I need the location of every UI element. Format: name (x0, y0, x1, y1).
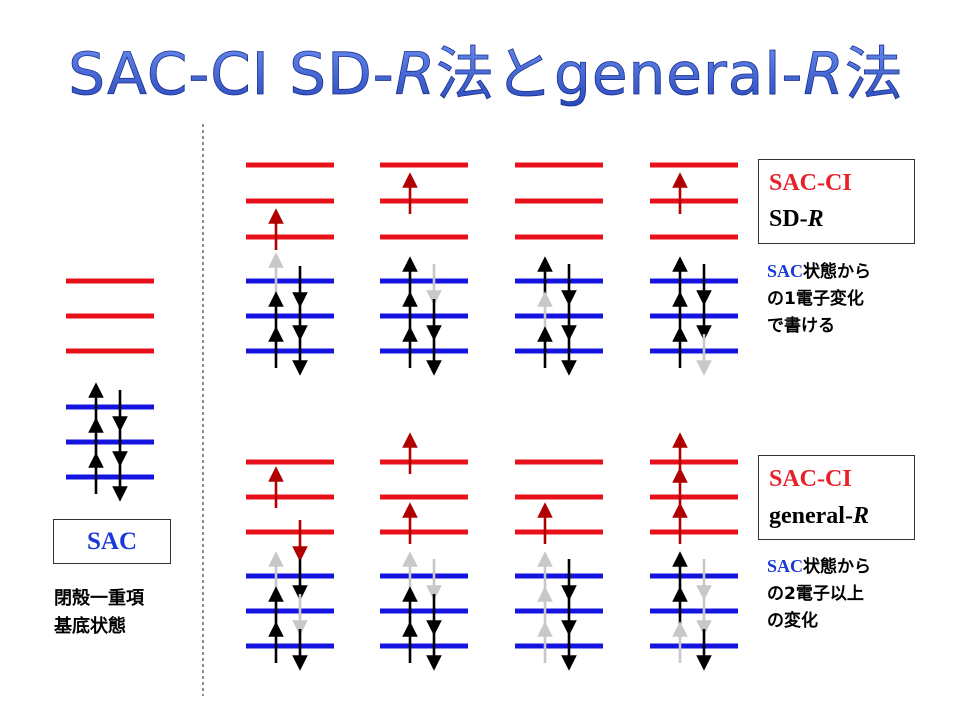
sac-note: 閉殻一重項 基底状態 (54, 585, 144, 641)
general-r-prefix: general- (769, 503, 853, 529)
general-r-box: SAC-CI general-R (758, 455, 915, 540)
general-r-italic: R (852, 503, 869, 529)
sd-note-line3: で書ける (767, 316, 835, 336)
slide-title: SAC-CI SD-R法とgeneral-R法 (68, 40, 903, 109)
svg-text:SAC-CI SD-R法とgeneral-R法: SAC-CI SD-R法とgeneral-R法 (68, 40, 903, 108)
general-r-box-line1: SAC-CI (769, 466, 852, 492)
gen-note-sac: SAC (767, 556, 804, 576)
gen-note-line2: の2電子以上 (767, 584, 864, 604)
gen-note-line3: の変化 (767, 611, 818, 631)
sd-r-italic: R (807, 206, 824, 232)
sd-r-box-line1: SAC-CI (769, 170, 852, 196)
sd-note-sac: SAC (767, 261, 804, 281)
gen-note-line1: 状態から (803, 557, 872, 577)
title-part4: R (803, 40, 844, 108)
sd-note-line2: の1電子変化 (767, 289, 864, 309)
sd-note-line1: 状態から (803, 262, 872, 282)
sac-box-label: SAC (86, 528, 137, 555)
title-part5: 法 (845, 40, 904, 108)
sd-r-note: SAC状態から の1電子変化 で書ける (767, 258, 871, 340)
sac-note-line1: 閉殻一重項 (54, 588, 144, 609)
sd-r-prefix: SD- (769, 206, 808, 232)
sd-r-box-line2: SD-R (769, 206, 824, 233)
general-r-box-line2: general-R (769, 503, 869, 530)
sac-box: SAC (53, 519, 171, 564)
sd-r-box: SAC-CI SD-R (758, 159, 915, 244)
title-part3: 法とgeneral- (436, 40, 803, 108)
title-part2: R (395, 40, 436, 108)
sac-note-line2: 基底状態 (54, 616, 126, 637)
title-part1: SAC-CI SD- (68, 40, 394, 108)
general-r-note: SAC状態から の2電子以上 の変化 (767, 553, 871, 635)
